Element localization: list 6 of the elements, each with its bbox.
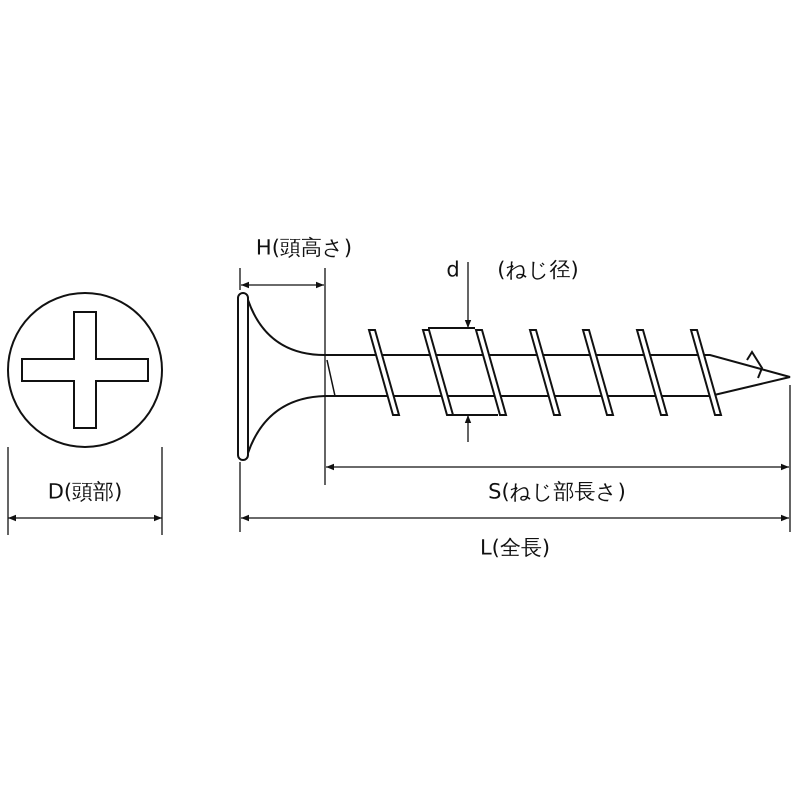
dimension-label: H(頭高さ) (256, 238, 352, 258)
dimension-label: (ねじ径) (497, 260, 579, 280)
dimension-label: S(ねじ部長さ) (488, 482, 626, 502)
dimension-label: L(全長) (480, 538, 550, 558)
dimension-label: d (446, 260, 460, 280)
dimension-label: D(頭部) (48, 482, 122, 502)
